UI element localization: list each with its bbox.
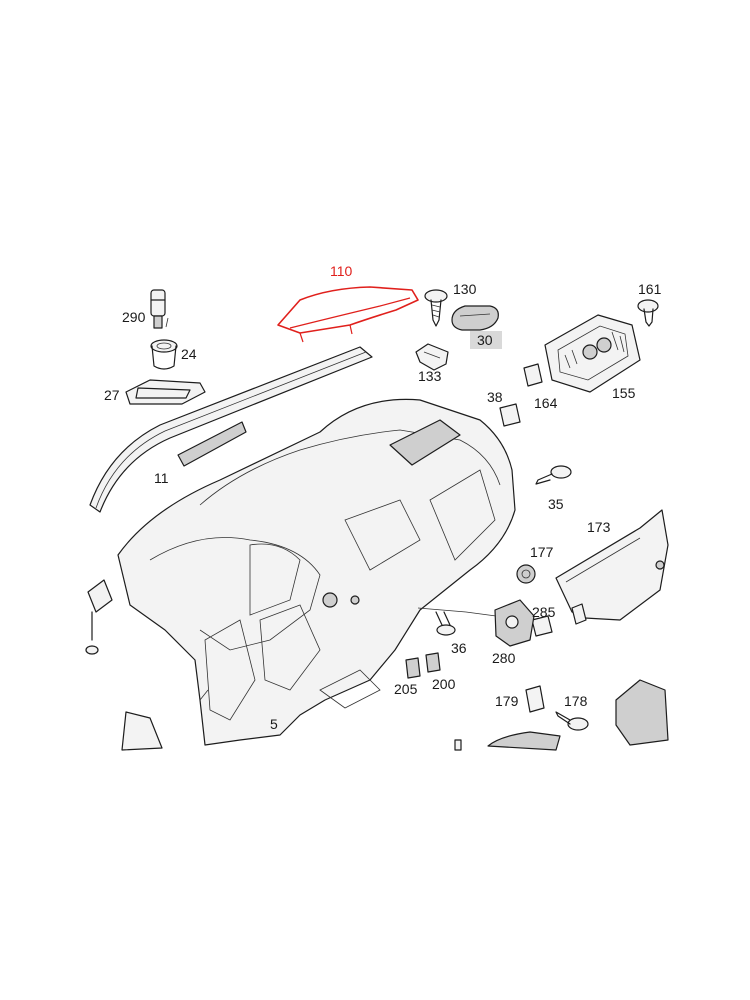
part-200-plug[interactable] (425, 652, 441, 673)
label-27: 27 (104, 387, 120, 403)
label-178: 178 (564, 693, 588, 709)
label-161: 161 (638, 281, 662, 297)
misc-small-clip (454, 739, 462, 751)
label-130: 130 (453, 281, 477, 297)
part-110-cover[interactable] (277, 286, 419, 343)
label-38: 38 (487, 389, 503, 405)
part-205-plug[interactable] (405, 657, 421, 679)
part-27-bracket[interactable] (125, 379, 206, 405)
part-11-trim[interactable] (89, 346, 373, 513)
part-178-screw[interactable] (555, 711, 589, 731)
label-36: 36 (451, 640, 467, 656)
misc-bottom-left-trim (121, 711, 163, 751)
part-177-knob[interactable] (516, 564, 536, 584)
misc-left-pedal-cover (85, 579, 113, 655)
part-24-grommet[interactable] (150, 339, 178, 370)
part-290-plug[interactable] (150, 289, 166, 329)
part-130-screw[interactable] (424, 289, 448, 327)
part-164-bracket[interactable] (523, 363, 543, 387)
part-161-screw[interactable] (637, 299, 659, 327)
part-173-glovebox[interactable] (555, 509, 669, 621)
part-30-button[interactable] (451, 305, 502, 349)
label-24: 24 (181, 346, 197, 362)
misc-bottom-center-cover (487, 731, 561, 751)
label-177: 177 (530, 544, 554, 560)
label-285: 285 (532, 604, 556, 620)
part-35-screw[interactable] (535, 465, 572, 485)
label-164: 164 (534, 395, 558, 411)
part-285-clip[interactable] (531, 603, 587, 637)
label-30: 30 (477, 332, 493, 348)
label-155: 155 (612, 385, 636, 401)
part-38-plate[interactable] (499, 403, 521, 427)
label-179: 179 (495, 693, 519, 709)
part-5-dashboard[interactable] (117, 398, 516, 746)
label-290: 290 (122, 309, 146, 325)
label-5: 5 (270, 716, 278, 732)
misc-bottom-right-part (615, 679, 669, 746)
label-11: 11 (154, 470, 169, 486)
part-36-screw[interactable] (435, 611, 456, 636)
part-133-clip[interactable] (415, 343, 449, 371)
label-35: 35 (548, 496, 564, 512)
leader-lines (165, 317, 497, 701)
label-205: 205 (394, 681, 418, 697)
part-280-actuator[interactable] (494, 599, 535, 647)
label-200: 200 (432, 676, 456, 692)
label-110: 110 (330, 263, 353, 279)
label-173: 173 (587, 519, 611, 535)
label-280: 280 (492, 650, 516, 666)
part-155-vent[interactable] (544, 314, 641, 393)
label-133: 133 (418, 368, 442, 384)
part-179-bracket[interactable] (525, 685, 545, 713)
